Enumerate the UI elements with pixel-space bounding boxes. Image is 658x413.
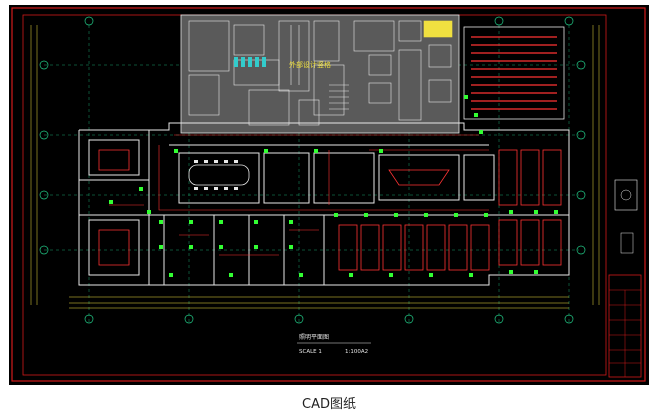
cad-floor-plan: 外部设计竖格 [11, 7, 646, 382]
outer-frame [11, 7, 646, 382]
main-floor-walls [78, 122, 570, 286]
drawing-title: 照明平面图 SCALE 1 1:100A2 [297, 334, 371, 355]
workstation-grid [98, 149, 562, 271]
upper-building-block: 外部设计竖格 [180, 14, 460, 134]
title-block [608, 179, 642, 378]
lighting-fixtures [109, 95, 558, 277]
scale-value: 1:100A2 [345, 349, 368, 355]
drawing-title-text: 照明平面图 [299, 334, 329, 341]
conference-table [188, 160, 250, 190]
block-label: 外部设计竖格 [289, 60, 331, 69]
image-caption: CAD图纸 [302, 397, 356, 412]
cad-drawing-viewport: 外部设计竖格 [9, 5, 649, 385]
upper-right-stripes [463, 26, 565, 120]
dimension-lines [30, 25, 600, 309]
lighting-circuits [109, 134, 489, 256]
scale-label: SCALE 1 [299, 349, 322, 355]
